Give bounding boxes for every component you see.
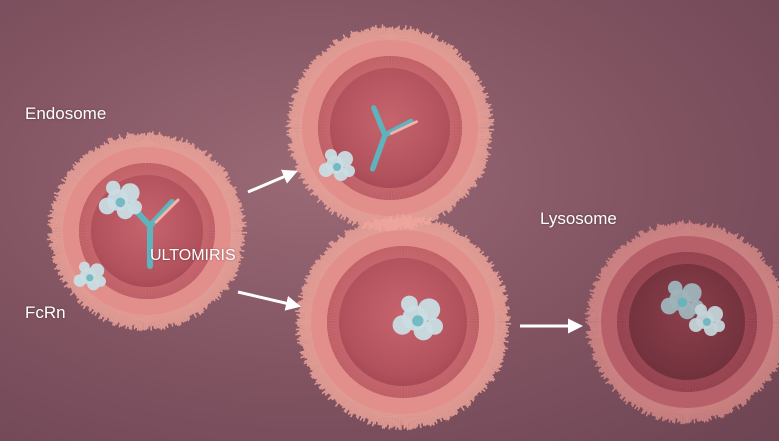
arrow-to-degradation bbox=[237, 290, 301, 311]
endosome-vesicle bbox=[46, 131, 248, 332]
arrow-to-recycling bbox=[247, 169, 298, 194]
endosome-label: Endosome bbox=[25, 104, 107, 123]
fcrn-label: FcRn bbox=[25, 303, 66, 322]
ultomiris-label: ULTOMIRIS bbox=[150, 247, 236, 264]
degradation-vesicle bbox=[294, 213, 512, 431]
recycling-vesicle bbox=[285, 24, 495, 233]
lysosome-vesicle bbox=[584, 220, 779, 425]
lysosome-label: Lysosome bbox=[540, 209, 617, 228]
